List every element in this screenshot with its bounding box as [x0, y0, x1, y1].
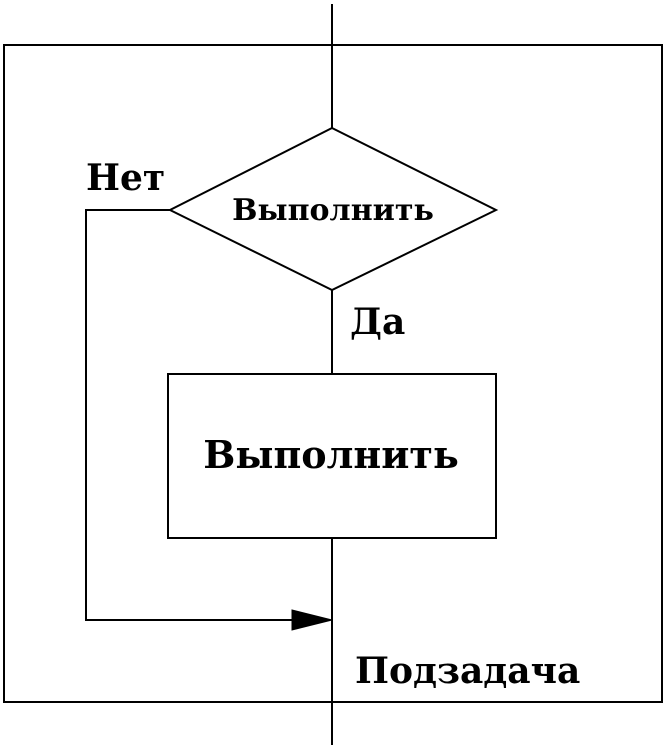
container-label: Подзадача: [355, 650, 580, 692]
decision-label: Выполнить: [232, 193, 434, 228]
yes-label: Да: [350, 301, 405, 343]
decision-diamond: [167, 126, 499, 292]
no-branch-line: [85, 209, 296, 621]
action-box: [167, 373, 497, 539]
action-label: Выполнить: [203, 432, 459, 477]
no-branch-arrowhead: [291, 609, 333, 631]
no-label: Нет: [86, 157, 165, 199]
